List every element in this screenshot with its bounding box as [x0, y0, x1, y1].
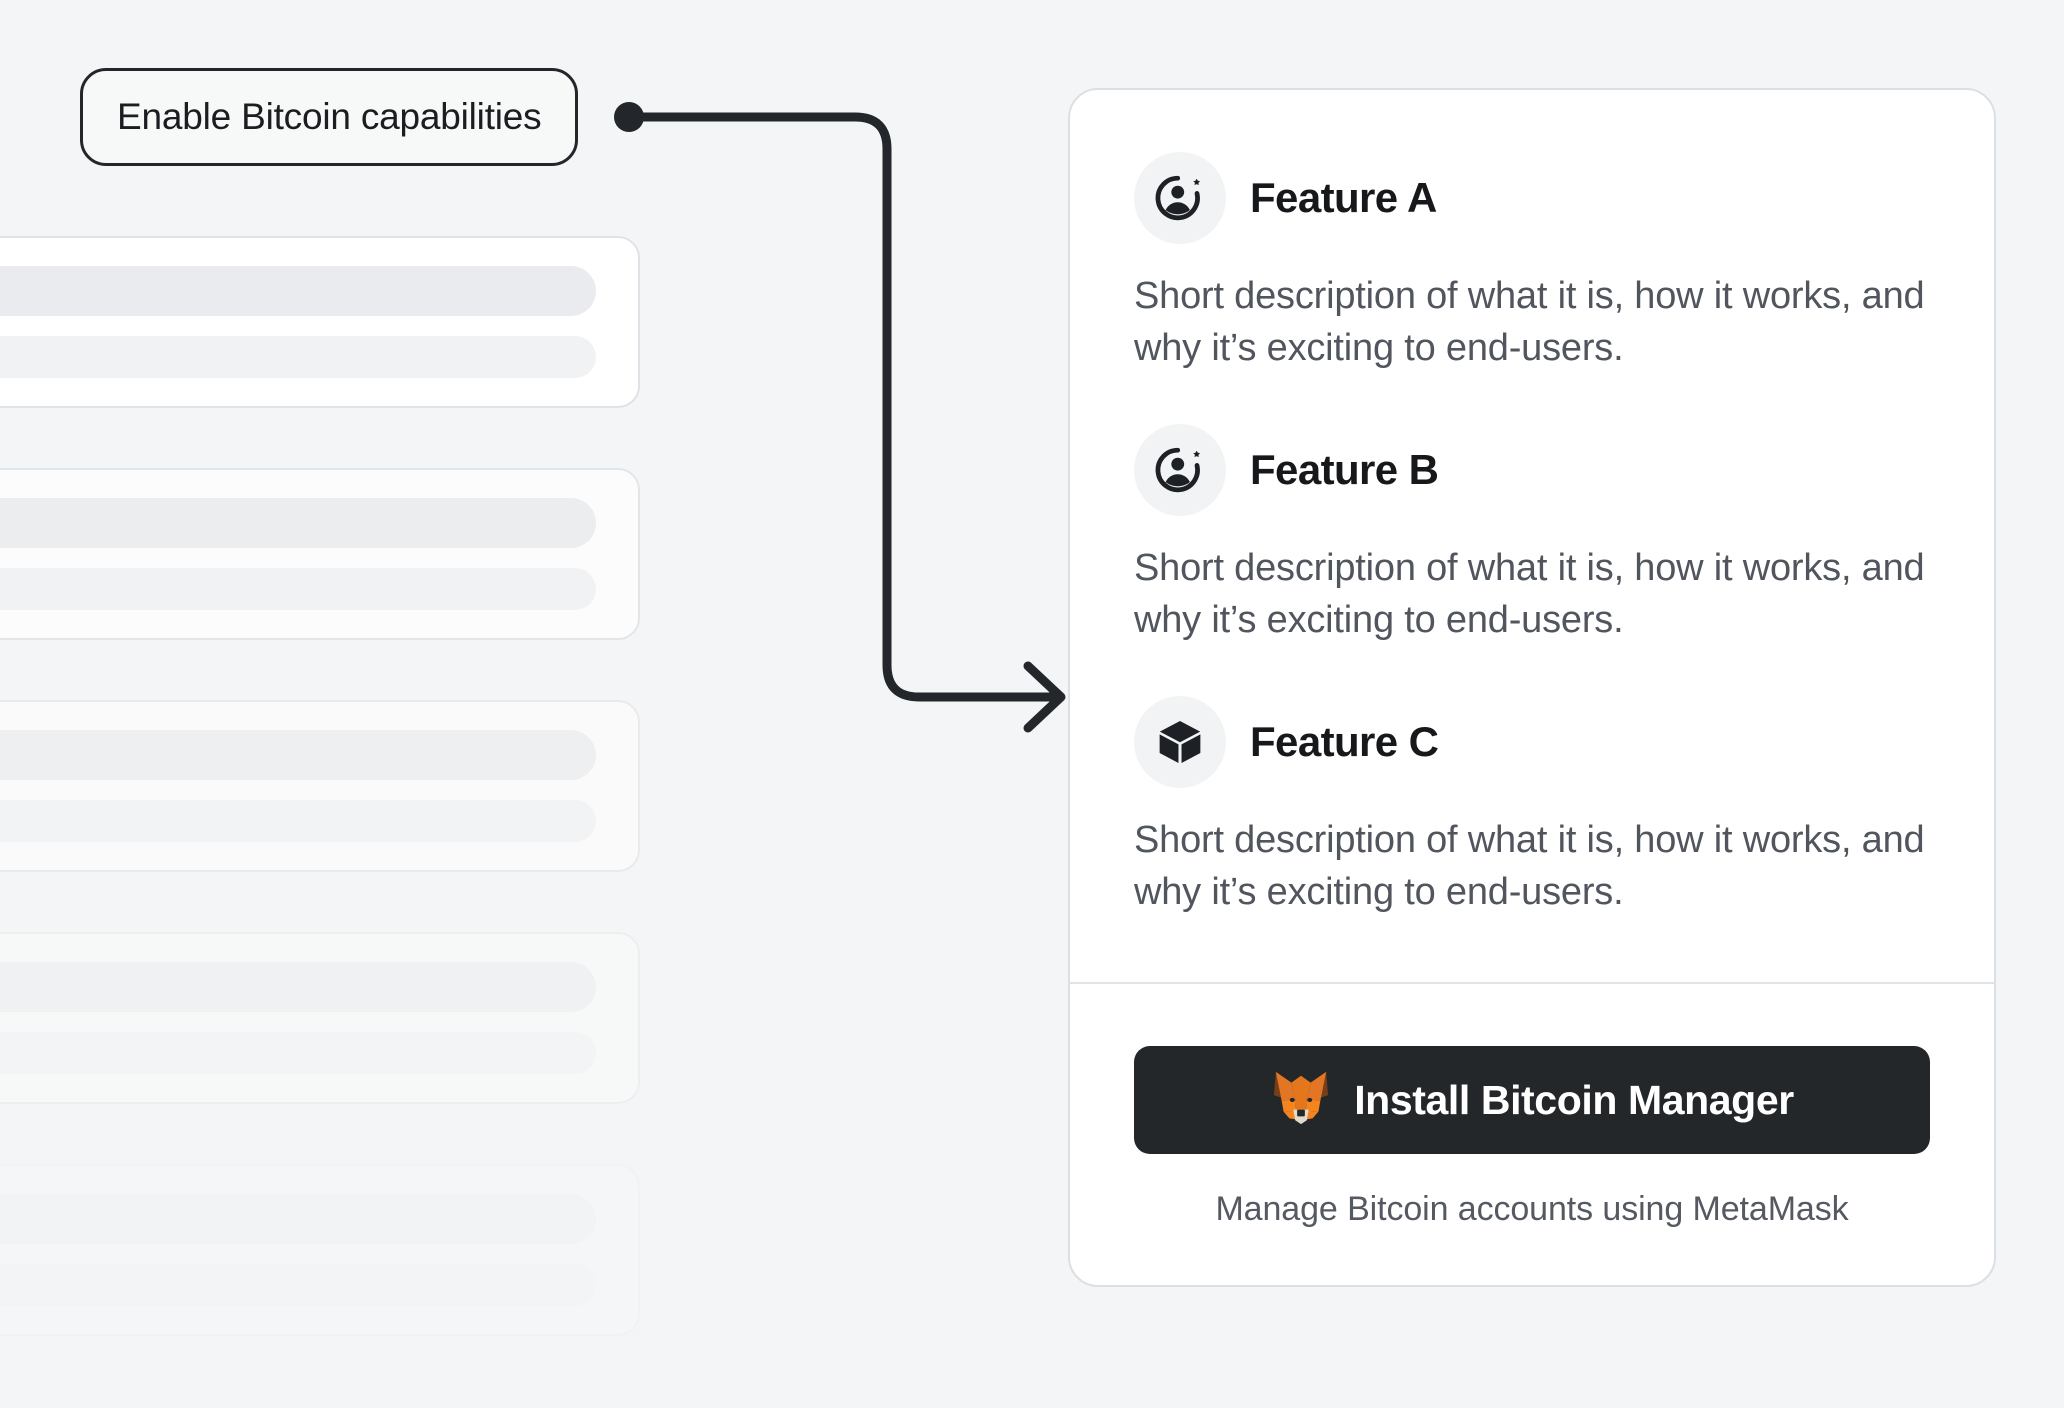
feature-title: Feature C: [1250, 718, 1439, 766]
feature-card: Feature A Short description of what it i…: [1068, 88, 1996, 1288]
feature-title: Feature B: [1250, 446, 1439, 494]
feature-item: Feature A Short description of what it i…: [1134, 152, 1930, 374]
metamask-fox-icon: [1270, 1070, 1332, 1131]
skeleton-bar: [0, 962, 596, 1012]
feature-header: Feature C: [1134, 696, 1930, 789]
add-user-icon: [1134, 152, 1226, 244]
feature-description: Short description of what it is, how it …: [1134, 275, 1925, 370]
connector-dot-icon: [614, 102, 644, 132]
skeleton-bar: [0, 1264, 596, 1306]
feature-header: Feature B: [1134, 424, 1930, 517]
install-caption: Manage Bitcoin accounts using MetaMask: [1215, 1190, 1849, 1229]
skeleton-card: [0, 932, 640, 1104]
skeleton-bar: [0, 730, 596, 780]
skeleton-bar: [0, 266, 596, 316]
feature-item: Feature C Short description of what it i…: [1134, 696, 1930, 918]
skeleton-card: [0, 236, 640, 408]
feature-title: Feature A: [1250, 174, 1437, 221]
cube-icon: [1134, 696, 1226, 789]
skeleton-bar: [0, 800, 596, 842]
feature-list: Feature A Short description of what it i…: [1070, 90, 1994, 982]
feature-item: Feature B Short description of what it i…: [1134, 424, 1930, 646]
skeleton-bar: [0, 1032, 596, 1074]
skeleton-bar: [0, 1194, 596, 1244]
skeleton-card: [0, 468, 640, 640]
add-user-icon: [1134, 424, 1226, 517]
skeleton-bar: [0, 336, 596, 378]
feature-header: Feature A: [1134, 152, 1930, 244]
callout-label-text: Enable Bitcoin capabilities: [117, 96, 542, 137]
section-divider: [1070, 982, 1994, 985]
install-button-label: Install Bitcoin Manager: [1354, 1076, 1794, 1123]
install-footer: Install Bitcoin Manager Manage Bitcoin a…: [1070, 984, 1994, 1285]
skeleton-card: [0, 700, 640, 872]
skeleton-bar: [0, 498, 596, 548]
skeleton-card-list: [0, 236, 640, 1408]
install-bitcoin-manager-button[interactable]: Install Bitcoin Manager: [1134, 1046, 1930, 1155]
feature-description: Short description of what it is, how it …: [1134, 819, 1925, 914]
skeleton-card: [0, 1164, 640, 1336]
callout-label-pill[interactable]: Enable Bitcoin capabilities: [80, 68, 579, 166]
skeleton-bar: [0, 568, 596, 610]
feature-description: Short description of what it is, how it …: [1134, 547, 1925, 642]
